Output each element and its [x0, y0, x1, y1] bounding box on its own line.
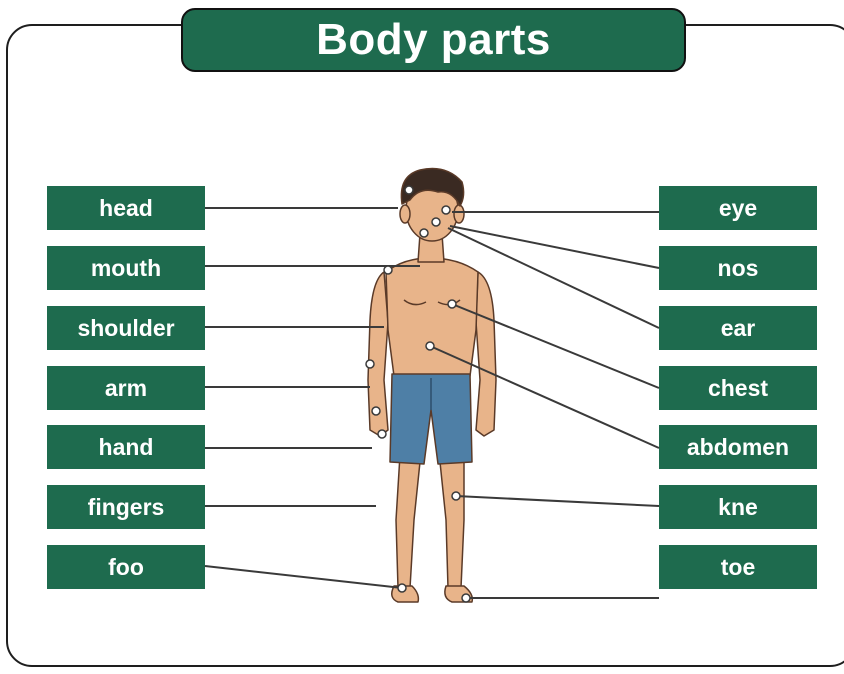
- dot-mouth: [420, 229, 428, 237]
- dot-chest: [448, 300, 456, 308]
- dot-fingers: [378, 430, 386, 438]
- dot-head: [405, 186, 413, 194]
- dot-toe: [462, 594, 470, 602]
- dot-abdomen: [426, 342, 434, 350]
- dot-nos: [432, 218, 440, 226]
- dot-hand: [372, 407, 380, 415]
- line-kne: [456, 496, 659, 506]
- dot-kne: [452, 492, 460, 500]
- line-foo: [205, 566, 402, 588]
- boy-figure: [368, 169, 496, 603]
- line-nos: [450, 226, 659, 268]
- dot-shoulder: [384, 266, 392, 274]
- dot-arm: [366, 360, 374, 368]
- dot-eye: [442, 206, 450, 214]
- dot-foo: [398, 584, 406, 592]
